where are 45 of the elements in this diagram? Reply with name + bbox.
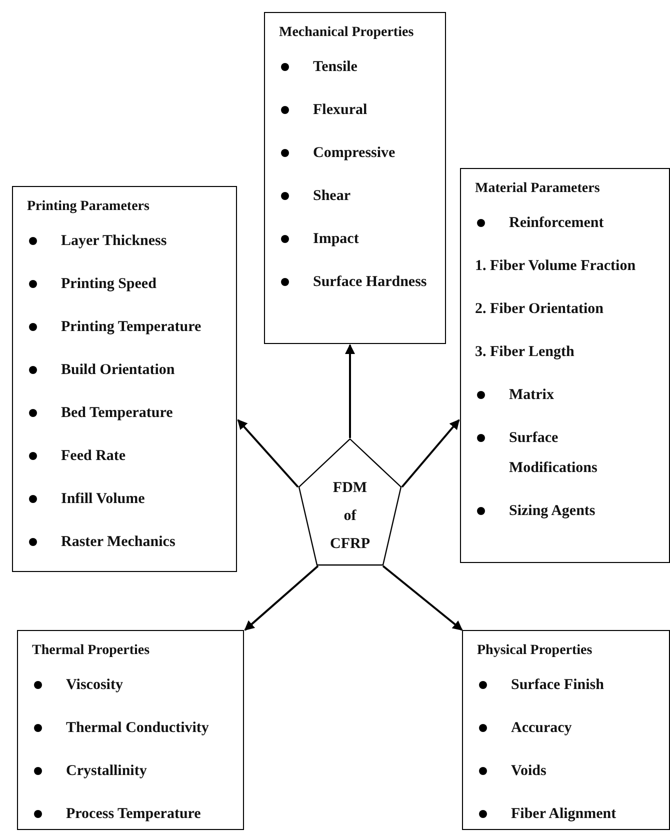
list-item: Surface Modifications: [509, 429, 598, 478]
list-item: Sizing Agents: [509, 502, 596, 521]
list-item: Impact: [313, 230, 359, 249]
box-heading: Physical Properties: [477, 642, 592, 660]
box-heading: Mechanical Properties: [279, 24, 414, 42]
list-item: Tensile: [313, 58, 358, 77]
list-item: Surface Hardness: [313, 273, 427, 292]
list-item: Viscosity: [66, 676, 123, 695]
list-item: Layer Thickness: [61, 232, 167, 251]
list-item: Crystallinity: [66, 762, 147, 781]
arrow: [401, 419, 460, 488]
list-box: [12, 186, 237, 572]
list-item: Shear: [313, 187, 350, 206]
list-item: Reinforcement: [509, 214, 604, 233]
list-item: Process Temperature: [66, 805, 201, 824]
list-box: [17, 630, 244, 830]
list-item: Feed Rate: [61, 447, 126, 466]
list-item: Printing Speed: [61, 275, 156, 294]
list-box: [460, 168, 670, 563]
list-item: 2. Fiber Orientation: [475, 300, 604, 319]
arrow: [237, 419, 299, 488]
list-box: [264, 12, 446, 344]
list-item: Infill Volume: [61, 490, 145, 509]
list-item: Thermal Conductivity: [66, 719, 209, 738]
list-item: Accuracy: [511, 719, 572, 738]
list-item: Matrix: [509, 386, 554, 405]
list-item: Printing Temperature: [61, 318, 202, 337]
list-item: Voids: [511, 762, 546, 781]
list-item: Bed Temperature: [61, 404, 173, 423]
list-item: 1. Fiber Volume Fraction: [475, 257, 636, 276]
list-item: 3. Fiber Length: [475, 343, 574, 362]
list-item: Flexural: [313, 101, 368, 120]
list-item: Surface Finish: [511, 676, 604, 695]
arrow: [345, 344, 355, 438]
list-item: Raster Mechanics: [61, 533, 176, 552]
box-heading: Printing Parameters: [27, 198, 150, 216]
center-label: FDM of CFRP: [329, 479, 371, 554]
arrow: [244, 565, 319, 631]
list-box: [462, 630, 670, 830]
box-heading: Thermal Properties: [32, 642, 150, 660]
list-item: Compressive: [313, 144, 396, 163]
list-item: Fiber Alignment: [511, 805, 616, 824]
arrow: [382, 565, 463, 631]
box-heading: Material Parameters: [475, 180, 600, 198]
list-item: Build Orientation: [61, 361, 175, 380]
